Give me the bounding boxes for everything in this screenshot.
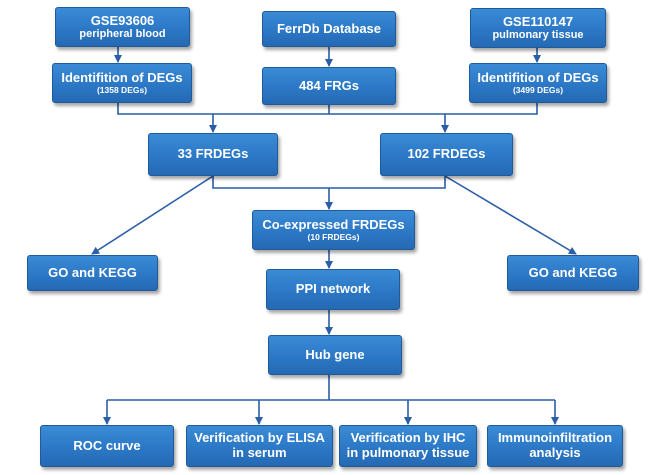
node-go-kegg-left-title: GO and KEGG — [48, 264, 137, 280]
node-degs-left-title: Identifition of DEGs — [61, 69, 183, 85]
node-hub: Hub gene — [268, 335, 402, 375]
node-immuno-subtitle: analysis — [529, 445, 581, 460]
node-ihc-subtitle: in pulmonary tissue — [346, 445, 470, 460]
node-go-kegg-left: GO and KEGG — [27, 255, 158, 291]
node-go-kegg-right-title: GO and KEGG — [528, 264, 618, 280]
node-frdegs-33: 33 FRDEGs — [148, 133, 278, 176]
node-ihc: Verification by IHC in pulmonary tissue — [339, 425, 477, 467]
node-frdegs-33-title: 33 FRDEGs — [177, 146, 249, 162]
node-elisa-title: Verification by ELISA — [194, 430, 325, 446]
node-gse93606: GSE93606 peripheral blood — [55, 7, 190, 47]
node-hub-title: Hub gene — [305, 346, 365, 362]
node-immuno: Immunoinfiltration analysis — [487, 425, 623, 467]
connector-top-left — [117, 103, 330, 115]
node-frgs: 484 FRGs — [262, 67, 396, 105]
node-degs-right-title: Identifition of DEGs — [477, 69, 599, 85]
node-roc-title: ROC curve — [73, 437, 141, 453]
arrow-to-go-kegg-left — [91, 175, 214, 255]
node-go-kegg-right: GO and KEGG — [507, 255, 639, 291]
node-degs-right-count: (3499 DEGs) — [512, 84, 564, 95]
node-gse110147-subtitle: pulmonary tissue — [492, 29, 584, 42]
node-immuno-title: Immunoinfiltration — [497, 430, 613, 446]
node-frdegs-102: 102 FRDEGs — [380, 133, 513, 176]
node-roc: ROC curve — [40, 425, 174, 467]
node-gse93606-subtitle: peripheral blood — [79, 28, 166, 41]
node-gse93606-title: GSE93606 — [90, 12, 155, 28]
node-ihc-title: Verification by IHC — [350, 430, 466, 446]
node-degs-left: Identifition of DEGs (1358 DEGs) — [52, 63, 192, 103]
node-gse110147: GSE110147 pulmonary tissue — [470, 8, 606, 48]
node-coexpressed-title: Co-expressed FRDEGs — [262, 216, 405, 232]
node-coexpressed-count: (10 FRDEGs) — [307, 231, 360, 242]
node-ferrdb-title: FerrDb Database — [276, 20, 382, 36]
node-ppi: PPI network — [266, 269, 400, 310]
node-elisa-subtitle: in serum — [232, 445, 287, 460]
node-gse110147-title: GSE110147 — [502, 13, 574, 29]
node-ppi-title: PPI network — [295, 281, 371, 297]
connector-frdegs-join — [212, 176, 446, 189]
node-elisa: Verification by ELISA in serum — [186, 425, 333, 467]
arrow-to-go-kegg-right — [444, 175, 577, 255]
node-frgs-title: 484 FRGs — [299, 77, 359, 93]
node-degs-right: Identifition of DEGs (3499 DEGs) — [469, 63, 607, 103]
connector-top-right — [329, 103, 538, 115]
node-coexpressed: Co-expressed FRDEGs (10 FRDEGs) — [252, 210, 415, 250]
node-frdegs-102-title: 102 FRDEGs — [407, 146, 486, 162]
node-ferrdb: FerrDb Database — [262, 11, 396, 47]
node-degs-left-count: (1358 DEGs) — [96, 84, 148, 95]
